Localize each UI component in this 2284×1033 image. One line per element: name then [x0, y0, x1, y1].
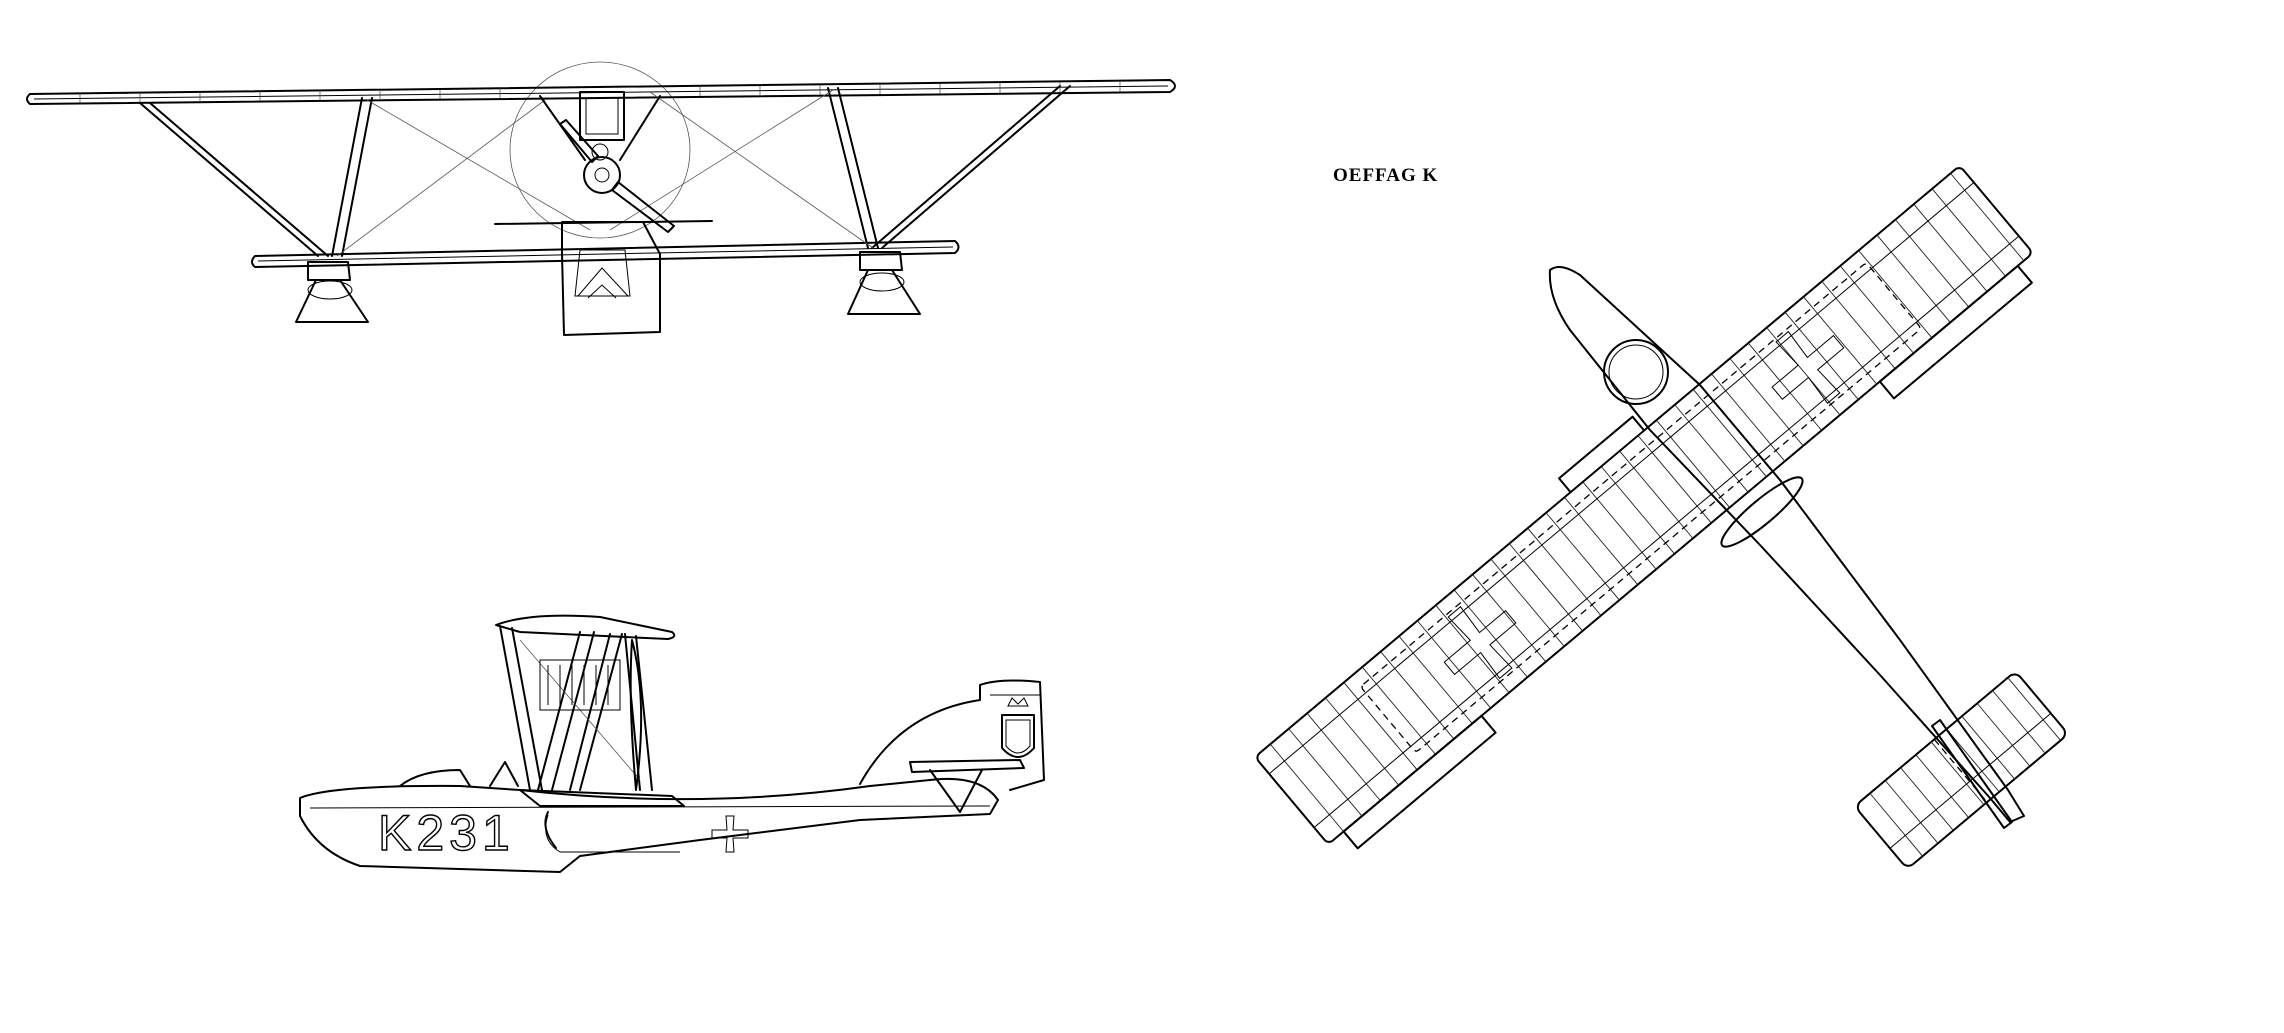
side-tail-fin: [859, 679, 1045, 791]
side-cabane-struts: [499, 625, 653, 791]
plan-tailplane: [1856, 673, 2066, 867]
plan-wing: [1256, 167, 2033, 850]
plan-view: [1256, 167, 2066, 867]
plan-hull: [1548, 265, 2025, 823]
propeller-disc: [509, 61, 691, 239]
wing-float-left: [295, 261, 369, 323]
upper-wing: [26, 79, 1176, 105]
coat-of-arms-emblem: [1001, 697, 1035, 758]
side-tailplane: [909, 759, 1025, 773]
bracing-wires: [336, 89, 874, 257]
plan-engine-nacelle: [1720, 476, 1804, 548]
side-propeller: [629, 639, 643, 791]
plan-iron-cross-left: [1443, 606, 1517, 680]
side-lower-wing: [519, 789, 685, 807]
plan-cockpit: [1603, 339, 1669, 405]
iron-cross-insignia: [711, 815, 749, 853]
lower-wing: [251, 240, 960, 268]
serial-marking: K231: [378, 805, 515, 861]
plan-iron-cross-right: [1771, 330, 1845, 404]
plan-tail-fin: [1931, 719, 2013, 829]
side-hull: [299, 777, 999, 873]
propeller-hub: [583, 156, 621, 194]
plan-aileron-right: [1878, 264, 2033, 400]
hull-front: [561, 221, 661, 336]
side-upper-wing: [495, 614, 676, 640]
radiator: [579, 91, 625, 141]
upper-wing-ribs: [79, 82, 1121, 103]
drawing-title: OEFFAG K: [1333, 165, 1439, 186]
side-cockpit: [399, 761, 519, 787]
side-engine: [539, 659, 621, 711]
front-view: [26, 61, 1176, 336]
interplane-struts: [139, 85, 1071, 257]
wing-float-right: [847, 251, 921, 315]
plan-aileron-left: [1342, 714, 1497, 850]
side-view: K231: [299, 614, 1045, 873]
propeller: [559, 119, 675, 233]
